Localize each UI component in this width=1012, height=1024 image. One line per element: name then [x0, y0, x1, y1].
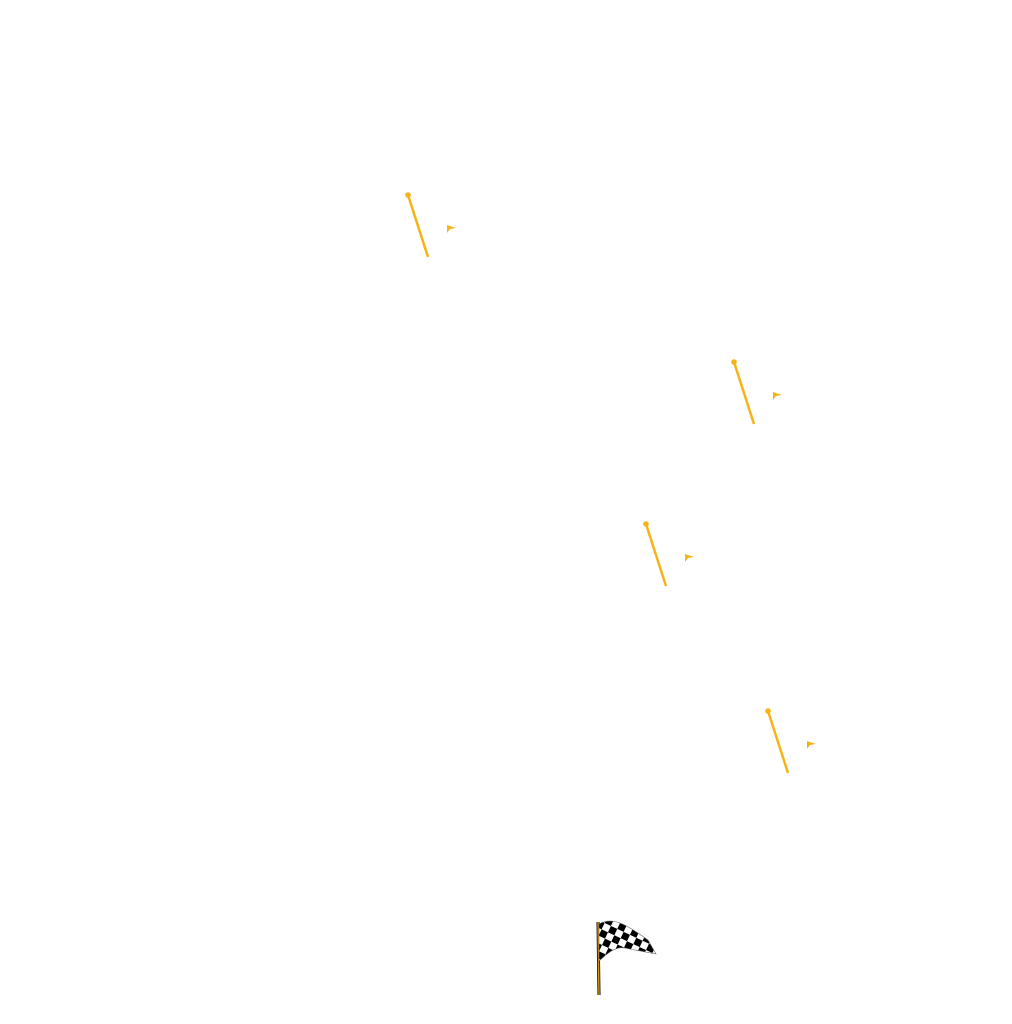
- finish-flag-icon: [596, 920, 657, 996]
- slalom-gates: [405, 192, 816, 774]
- slalom-gate: [405, 192, 456, 258]
- gate-pole-tip: [405, 192, 411, 198]
- gate-pole-tip: [765, 708, 771, 714]
- gate-pole-tip: [643, 521, 649, 527]
- gate-pole: [766, 710, 790, 774]
- gate-pole-tip: [731, 359, 737, 365]
- gate-flag-icon: [447, 225, 456, 233]
- gate-flag-icon: [807, 741, 816, 749]
- gate-pole: [644, 523, 668, 587]
- gate-flag-icon: [773, 392, 782, 400]
- slalom-gate: [765, 708, 816, 774]
- gate-pole: [406, 194, 430, 258]
- slalom-gate: [731, 359, 782, 425]
- gate-flag-icon: [685, 554, 694, 562]
- gate-pole: [732, 361, 756, 425]
- slalom-gate: [643, 521, 694, 587]
